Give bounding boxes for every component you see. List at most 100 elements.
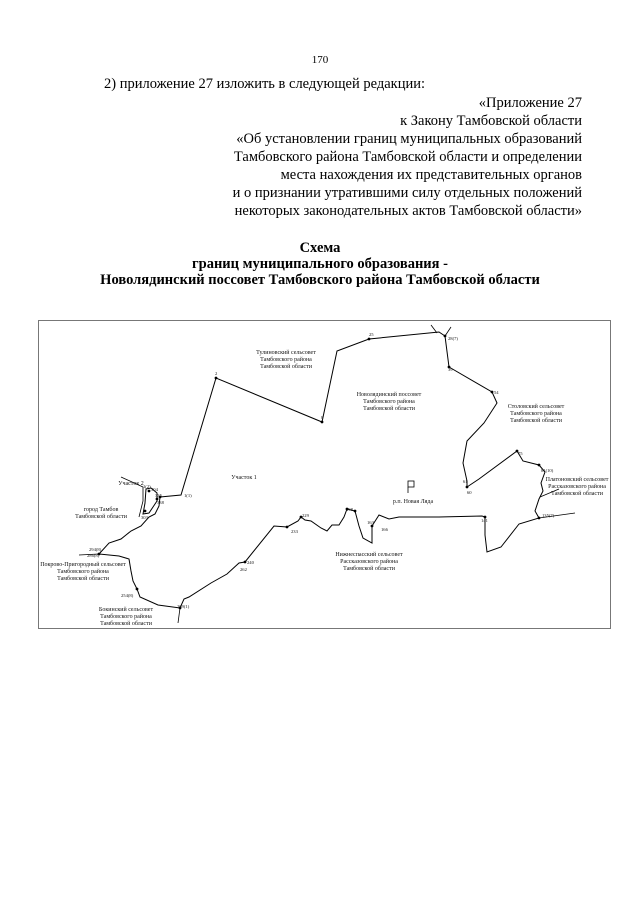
point-label: 286(8) bbox=[87, 553, 100, 558]
plot2-boundary bbox=[142, 487, 158, 515]
point-label: 303 bbox=[141, 515, 149, 520]
point-label: 198 bbox=[346, 507, 354, 512]
area-label-pokrovo-prigorodny: Тамбовского района bbox=[57, 568, 109, 575]
point-label: 25 bbox=[369, 332, 374, 337]
area-label-tambov-city: город Тамбов bbox=[84, 506, 119, 513]
boundary-line bbox=[97, 331, 546, 609]
area-label-platonovsky: Тамбовской области bbox=[551, 490, 604, 497]
boundary-point bbox=[483, 515, 487, 519]
point-label: 294(8) bbox=[89, 547, 102, 552]
tambov-city-boundary bbox=[120, 476, 144, 518]
area-label-stolovsky: Тамбовского района bbox=[510, 410, 562, 417]
point-label: 135(7) bbox=[542, 513, 555, 518]
scheme-title-line: Схема bbox=[299, 240, 341, 256]
point-label: 1(2) bbox=[143, 484, 151, 489]
appendix-line: места нахождения их представительных орг… bbox=[280, 167, 582, 183]
point-label: 229 bbox=[302, 513, 310, 518]
boundary-point bbox=[285, 525, 289, 529]
point-label: 1(1) bbox=[184, 493, 192, 498]
area-label-novolyadinsky: Тамбовского района bbox=[363, 398, 415, 405]
area-label-stolovsky: Столовский сельсовет bbox=[508, 403, 565, 410]
boundary-map-svg: Тулиновский сельсовет Тамбовского района… bbox=[40, 324, 609, 627]
appendix-line: к Закону Тамбовской области bbox=[400, 113, 582, 129]
area-label-bokinsky: Тамбовской области bbox=[100, 620, 153, 627]
point-label: 2 bbox=[215, 371, 218, 376]
scheme-title-line: Новолядинский поссовет Тамбовского район… bbox=[100, 272, 540, 288]
boundary-point bbox=[147, 489, 151, 493]
boundary-point bbox=[158, 495, 162, 499]
point-label: 233 bbox=[291, 529, 299, 534]
appendix-line: Тамбовского района Тамбовской области и … bbox=[233, 149, 582, 165]
boundary-point bbox=[537, 516, 541, 520]
boundary-point bbox=[353, 509, 357, 513]
point-label: 166 bbox=[381, 527, 389, 532]
boundary-point bbox=[214, 376, 218, 380]
area-label-nizhnespassky: Нижнеспасский сельсовет bbox=[335, 551, 403, 558]
appendix-line: «Об установлении границ муниципальных об… bbox=[236, 131, 582, 147]
point-label: 39 bbox=[448, 367, 453, 372]
boundary-point bbox=[515, 449, 519, 453]
amendment-line: 2) приложение 27 изложить в следующей ре… bbox=[104, 76, 426, 92]
boundary-point bbox=[320, 420, 324, 424]
boundary-points bbox=[97, 334, 541, 610]
area-label-stolovsky: Тамбовской области bbox=[510, 417, 563, 424]
area-label-nizhnespassky: Тамбовской области bbox=[343, 565, 396, 572]
boundary-point bbox=[447, 365, 451, 369]
boundary-point bbox=[299, 515, 303, 519]
appendix-line: некоторых законодательных актов Тамбовск… bbox=[234, 203, 582, 219]
scheme-title: Схема границ муниципального образования … bbox=[0, 240, 640, 288]
appendix-line: «Приложение 27 bbox=[478, 95, 582, 111]
boundary-point bbox=[97, 552, 101, 556]
area-label-platonovsky: Рассказовского района bbox=[548, 483, 606, 490]
area-label-platonovsky: Платоновский сельсовет bbox=[546, 476, 609, 483]
boundary-point bbox=[443, 334, 447, 338]
boundary-point bbox=[345, 507, 349, 511]
boundary-point bbox=[490, 390, 494, 394]
boundary-point bbox=[155, 497, 159, 501]
point-label: 269(1) bbox=[177, 604, 190, 609]
outer-connector bbox=[78, 324, 576, 624]
settlement-marker-icon bbox=[407, 480, 415, 493]
area-label-nizhnespassky: Рассказовского района bbox=[340, 558, 398, 565]
area-label-pokrovo-prigorodny: Тамбовской области bbox=[57, 575, 110, 582]
point-label: 163 bbox=[367, 520, 375, 525]
boundary-point bbox=[465, 485, 469, 489]
area-label-plot2: Участок 2 bbox=[118, 481, 144, 487]
area-label-tambov-city: Тамбовской области bbox=[75, 513, 128, 520]
point-label: 28(7) bbox=[448, 336, 458, 341]
point-label: 338 bbox=[157, 500, 165, 505]
point-label: 141 bbox=[481, 518, 489, 523]
area-label-plot1: Участок 1 bbox=[231, 475, 257, 481]
area-label-bokinsky: Тамбовского района bbox=[100, 613, 152, 620]
boundary-point bbox=[537, 463, 541, 467]
boundary-point bbox=[135, 587, 139, 591]
boundary-point bbox=[243, 560, 247, 564]
point-label: 81(10) bbox=[541, 468, 554, 473]
appendix-header: «Приложение 27 к Закону Тамбовской облас… bbox=[162, 94, 582, 220]
scheme-title-line: границ муниципального образования - bbox=[192, 256, 448, 272]
page-number: 170 bbox=[311, 54, 329, 66]
point-label: 254(8) bbox=[121, 593, 134, 598]
area-label-tuzhilov: Тамбовской области bbox=[260, 363, 313, 370]
settlement-label: р.п. Новая Ляда bbox=[393, 499, 434, 505]
point-label: 304 bbox=[151, 487, 159, 492]
point-label: 262 bbox=[240, 567, 248, 572]
boundary-map: Тулиновский сельсовет Тамбовского района… bbox=[38, 320, 611, 629]
point-label: 54 bbox=[494, 390, 499, 395]
boundary-point bbox=[367, 337, 371, 341]
point-label: 75 bbox=[518, 451, 523, 456]
boundary-point bbox=[178, 606, 182, 610]
area-label-tuzhilov: Тулиновский сельсовет bbox=[256, 349, 316, 356]
area-label-pokrovo-prigorodny: Покрово-Пригородный сельсовет bbox=[40, 561, 126, 568]
area-label-novolyadinsky: Тамбовской области bbox=[363, 405, 416, 412]
boundary-point bbox=[143, 509, 147, 513]
appendix-line: и о признании утратившими силу отдельных… bbox=[232, 185, 582, 201]
point-label: 60 bbox=[467, 490, 472, 495]
area-label-tuzhilov: Тамбовского района bbox=[260, 356, 312, 363]
area-label-bokinsky: Бокинский сельсовет bbox=[99, 606, 154, 613]
point-label: 61 bbox=[463, 479, 468, 484]
boundary-point bbox=[370, 524, 374, 528]
point-label: 335 bbox=[155, 493, 163, 498]
point-label: 240 bbox=[247, 560, 255, 565]
area-label-novolyadinsky: Новолядинский поссовет bbox=[357, 391, 422, 398]
